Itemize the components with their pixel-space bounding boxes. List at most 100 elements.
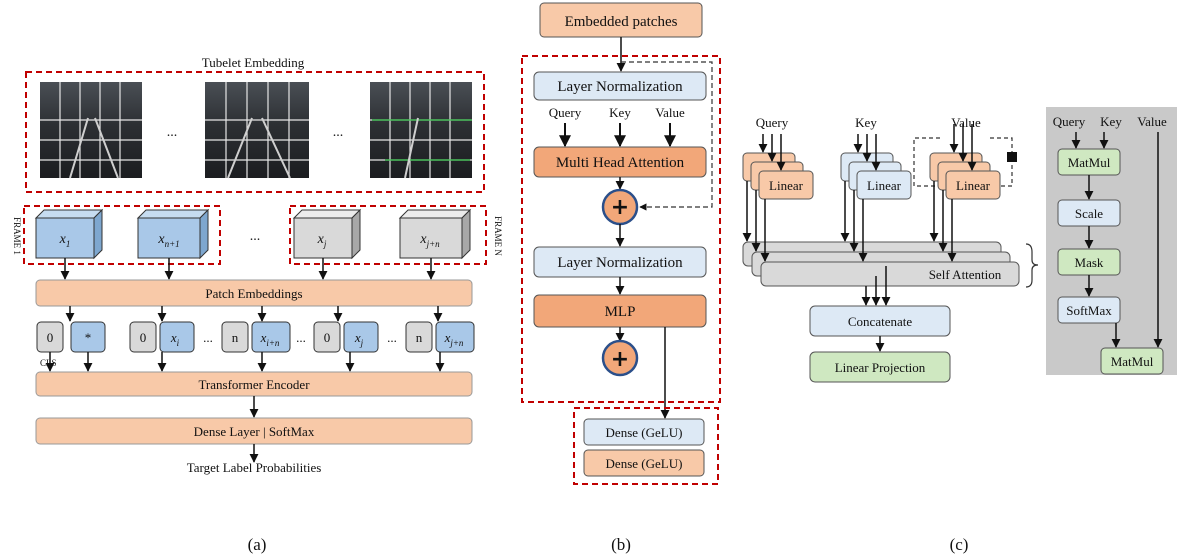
attention-to-concat-arrows <box>861 266 891 306</box>
encoder-block-dashed-box <box>521 55 721 403</box>
token-to-encoder-arrows <box>45 352 445 372</box>
token-xi-val: xi <box>170 330 180 348</box>
panel-c: Query Key Value Linear Linear <box>742 107 1177 554</box>
panel-b: Embedded patches Layer Normalization Que… <box>521 2 721 554</box>
caption-b: (b) <box>611 535 631 554</box>
linear-to-attention-arrows <box>742 181 957 262</box>
value-loop-marker <box>1007 152 1017 162</box>
token-xjn-pos: n <box>416 330 423 345</box>
token-cls-val: * <box>85 330 92 345</box>
multi-head-attention-label: Multi Head Attention <box>556 155 685 171</box>
layer-norm-1-label: Layer Normalization <box>557 79 683 95</box>
token-xi-pos: 0 <box>140 330 147 345</box>
frame-n-dashed-box <box>289 205 487 265</box>
qkv-value-label: Value <box>655 105 685 120</box>
cube-xj <box>292 208 362 260</box>
add-circle-2 <box>601 339 639 377</box>
cls-label: CLS <box>40 358 57 368</box>
token-xj-val: xj <box>354 330 364 348</box>
qkv-key-label: Key <box>609 105 631 120</box>
linear-projection-box <box>809 351 951 383</box>
dense-gelu-1-label: Dense (GeLU) <box>606 425 683 440</box>
token-cls-pos: 0 <box>47 330 54 345</box>
embedded-patches-label: Embedded patches <box>565 14 678 30</box>
cube-xj-label: xj <box>317 232 327 249</box>
dense-block-dashed-box <box>573 407 719 485</box>
token-xjn <box>405 321 475 353</box>
frame-1-dashed-box <box>23 205 221 265</box>
softmax-label: SoftMax <box>1066 303 1112 318</box>
side-input-arrows <box>1071 132 1163 348</box>
target-label-text: Target Label Probabilities <box>187 460 322 475</box>
frames-ellipsis-1: ... <box>167 125 178 140</box>
query-linear-stack <box>742 152 814 200</box>
patch-embeddings-label: Patch Embeddings <box>205 286 302 301</box>
side-key-label: Key <box>1100 114 1122 129</box>
cube-xn1-label: xn+1 <box>157 232 179 249</box>
matmul-2-label: MatMul <box>1111 354 1154 369</box>
tubelet-embedding-title: Tubelet Embedding <box>202 55 305 70</box>
c-value-label: Value <box>951 115 981 130</box>
token-xj-pos: 0 <box>324 330 331 345</box>
dense-softmax-label: Dense Layer | SoftMax <box>194 424 315 439</box>
cube-x1 <box>34 208 104 260</box>
transformer-encoder-label: Transformer Encoder <box>198 377 310 392</box>
frame-n-label: FRAME N <box>493 216 503 256</box>
patch-embeddings-box <box>35 279 473 307</box>
panel-a: Tubelet Embedding ... ... FRAME 1 FRAME … <box>12 55 503 554</box>
token-xjn-val: xj+n <box>444 330 464 348</box>
add-sign-2: + <box>611 347 629 372</box>
self-attention-stack <box>742 241 1020 287</box>
tokens-ellipsis-2: ... <box>296 330 306 345</box>
layer-norm-1-box <box>533 71 707 101</box>
query-linear-label: Linear <box>769 178 804 193</box>
query-input-arrows <box>758 134 786 171</box>
video-frame-3 <box>370 82 472 179</box>
residual-connection-1 <box>621 61 713 211</box>
caption-a: (a) <box>248 535 267 554</box>
token-xin <box>221 321 291 353</box>
token-xi <box>129 321 195 353</box>
self-attention-label: Self Attention <box>929 267 1002 282</box>
cube-xjn <box>398 208 472 260</box>
patch-to-token-arrows <box>65 306 443 322</box>
dense-gelu-1-box <box>583 418 705 446</box>
value-linear-label: Linear <box>956 178 991 193</box>
value-input-arrows <box>949 124 977 171</box>
tokens-ellipsis-3: ... <box>387 330 397 345</box>
token-xj <box>313 321 379 353</box>
self-attention-brace <box>1025 243 1039 288</box>
side-query-label: Query <box>1053 114 1086 129</box>
matmul-2-box <box>1100 347 1164 375</box>
frames-ellipsis-2: ... <box>333 125 344 140</box>
key-linear-label: Linear <box>867 178 902 193</box>
concatenate-label: Concatenate <box>848 314 912 329</box>
cube-arrows <box>60 258 436 280</box>
token-xin-val: xi+n <box>260 330 280 348</box>
token-cls <box>36 321 106 353</box>
side-value-label: Value <box>1137 114 1167 129</box>
frame-1-label: FRAME 1 <box>12 217 22 255</box>
video-frame-1 <box>40 82 142 179</box>
mask-label: Mask <box>1075 255 1104 270</box>
mlp-label: MLP <box>605 304 636 320</box>
token-xin-pos: n <box>232 330 239 345</box>
video-frame-2 <box>205 82 309 179</box>
cube-xn1 <box>136 208 210 260</box>
cube-x1-label: x1 <box>59 232 71 249</box>
key-input-arrows <box>853 134 881 171</box>
value-linear-stack <box>929 152 1001 200</box>
add-sign-1: + <box>611 195 629 220</box>
qkv-query-label: Query <box>549 105 582 120</box>
scale-label: Scale <box>1075 206 1103 221</box>
softmax-box <box>1057 296 1121 324</box>
cubes-ellipsis: ... <box>250 229 261 244</box>
qkv-arrows <box>559 123 676 148</box>
tokens-ellipsis-1: ... <box>203 330 213 345</box>
cube-xjn-label: xj+n <box>419 232 440 249</box>
caption-c: (c) <box>950 535 969 554</box>
matmul-1-label: MatMul <box>1068 155 1111 170</box>
layer-norm-2-label: Layer Normalization <box>557 255 683 271</box>
c-query-label: Query <box>756 115 789 130</box>
